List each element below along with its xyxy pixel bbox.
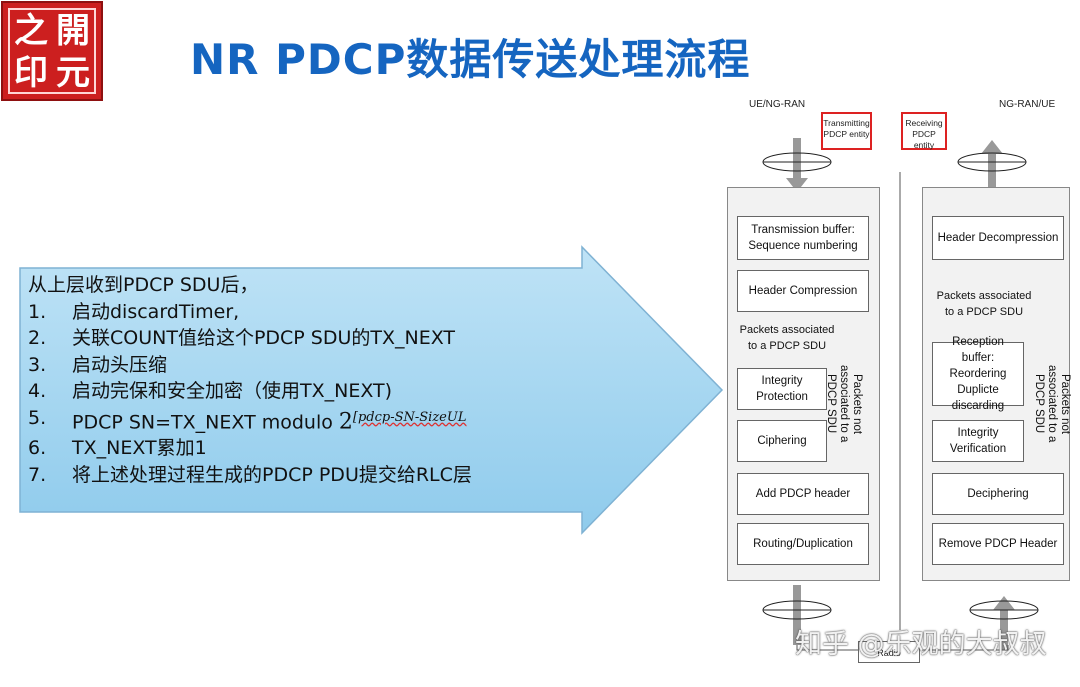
routing-duplication-box: Routing/Duplication [737,523,869,565]
step-text: 启动discardTimer, [72,300,240,323]
step-item: 1. 启动discardTimer, [28,299,708,326]
rx-associated-note: Packets associated to a PDCP SDU [936,290,1032,318]
step-number: 1. [28,300,47,323]
step-number: 5. [28,406,47,429]
steps-list: 从上层收到PDCP SDU后， 1. 启动discardTimer, 2. 关联… [28,272,708,488]
transmission-buffer-box: Transmission buffer: Sequence numbering [737,216,869,260]
logo-char: 元 [56,53,90,93]
step-formula-exponent: [pdcp-SN-SizeUL [352,409,467,425]
logo-char: 印 [14,53,48,93]
header-decompression-box: Header Decompression [932,216,1064,260]
add-pdcp-header-box: Add PDCP header [737,473,869,515]
header-compression-box: Header Compression [737,270,869,312]
logo-seal: 之 開 印 元 [1,1,103,101]
step-item: 7. 将上述处理过程生成的PDCP PDU提交给RLC层 [28,462,708,489]
tx-top-sap [762,138,832,192]
step-text: 启动头压缩 [72,353,168,376]
deciphering-box: Deciphering [932,473,1064,515]
step-item: 3. 启动头压缩 [28,352,708,379]
integrity-protection-box: Integrity Protection [737,368,827,410]
step-number: 4. [28,380,47,402]
left-side-title: UE/NG-RAN [749,99,806,110]
logo-char: 之 [14,11,48,51]
step-number: 6. [28,437,47,460]
rx-top-sap [957,140,1027,194]
step-item: 2. 关联COUNT值给这个PDCP SDU的TX_NEXT [28,325,708,352]
slide-title: NR PDCP数据传送处理流程 [190,35,751,84]
logo-char: 開 [56,11,90,51]
receiving-entity-label: Receiving PDCP entity [901,112,947,150]
tx-not-associated-note: Packets not associated to a PDCP SDU [825,365,863,443]
step-text: PDCP SN=TX_NEXT modulo 2[pdcp-SN-SizeUL [72,405,466,436]
pdcp-diagram: UE/NG-RAN NG-RAN/UE Transmitting PDCP en… [720,90,1075,685]
step-text: TX_NEXT累加1 [72,437,207,460]
tx-bottom-sap [762,585,832,645]
radio-interface-label: Radio Interface (Uu) [858,641,920,663]
step-number: 2. [28,327,47,349]
step-item: 6. TX_NEXT累加1 [28,435,708,462]
step-formula-base: 2 [338,408,353,434]
tx-associated-note: Packets associated to a PDCP SDU [739,324,835,352]
logo-inner: 之 開 印 元 [8,8,96,94]
step-text-main: PDCP SN=TX_NEXT modulo [72,410,339,433]
rx-not-associated-note: Packets not associated to a PDCP SDU [1033,365,1071,443]
steps-header: 从上层收到PDCP SDU后， [28,274,259,296]
step-text: 将上述处理过程生成的PDCP PDU提交给RLC层 [72,463,472,486]
integrity-verification-box: Integrity Verification [932,420,1024,462]
reception-buffer-box: Reception buffer: Reordering Duplicte di… [932,336,1024,412]
watermark-text: 知乎 @乐观的大叔叔 [795,629,1047,660]
step-item: 5. PDCP SN=TX_NEXT modulo 2[pdcp-SN-Size… [28,405,708,436]
transmitting-entity-label: Transmitting PDCP entity [821,112,872,150]
right-side-title: NG-RAN/UE [999,99,1056,110]
step-item: 4. 启动完保和安全加密（使用TX_NEXT) [28,378,708,405]
step-text: 关联COUNT值给这个PDCP SDU的TX_NEXT [72,327,456,349]
remove-pdcp-header-box: Remove PDCP Header [932,523,1064,565]
ciphering-box: Ciphering [737,420,827,462]
step-number: 3. [28,353,47,376]
step-text: 启动完保和安全加密（使用TX_NEXT) [72,380,393,402]
rx-bottom-sap [969,596,1039,650]
arrow-body [19,245,724,535]
step-number: 7. [28,463,47,486]
